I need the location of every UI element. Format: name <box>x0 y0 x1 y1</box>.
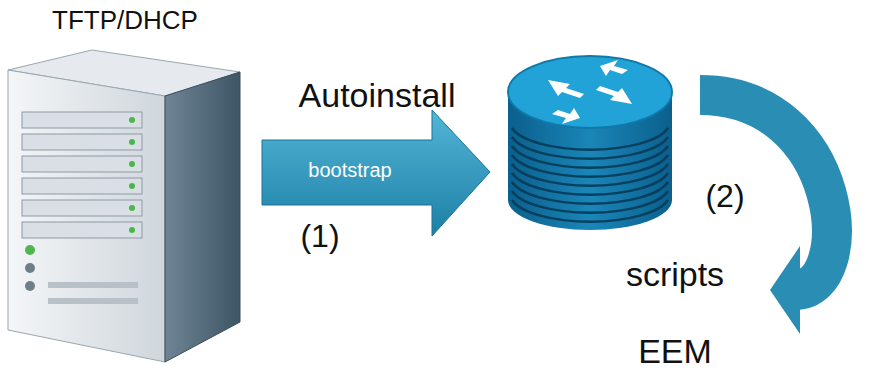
autoinstall-arrow <box>262 110 490 236</box>
step-number: (2) <box>690 178 760 215</box>
step-number: (1) <box>270 218 370 255</box>
server-icon <box>8 50 240 362</box>
router-icon <box>508 56 672 230</box>
arrow-label: bootstrap <box>262 159 438 182</box>
server-label: TFTP/DHCP <box>0 6 250 36</box>
scripts-label: scripts EEM <box>595 236 755 370</box>
loop-arrow <box>700 95 832 334</box>
server-node: TFTP/DHCP <box>0 0 250 370</box>
arrow-title: Autoinstall <box>262 76 492 115</box>
